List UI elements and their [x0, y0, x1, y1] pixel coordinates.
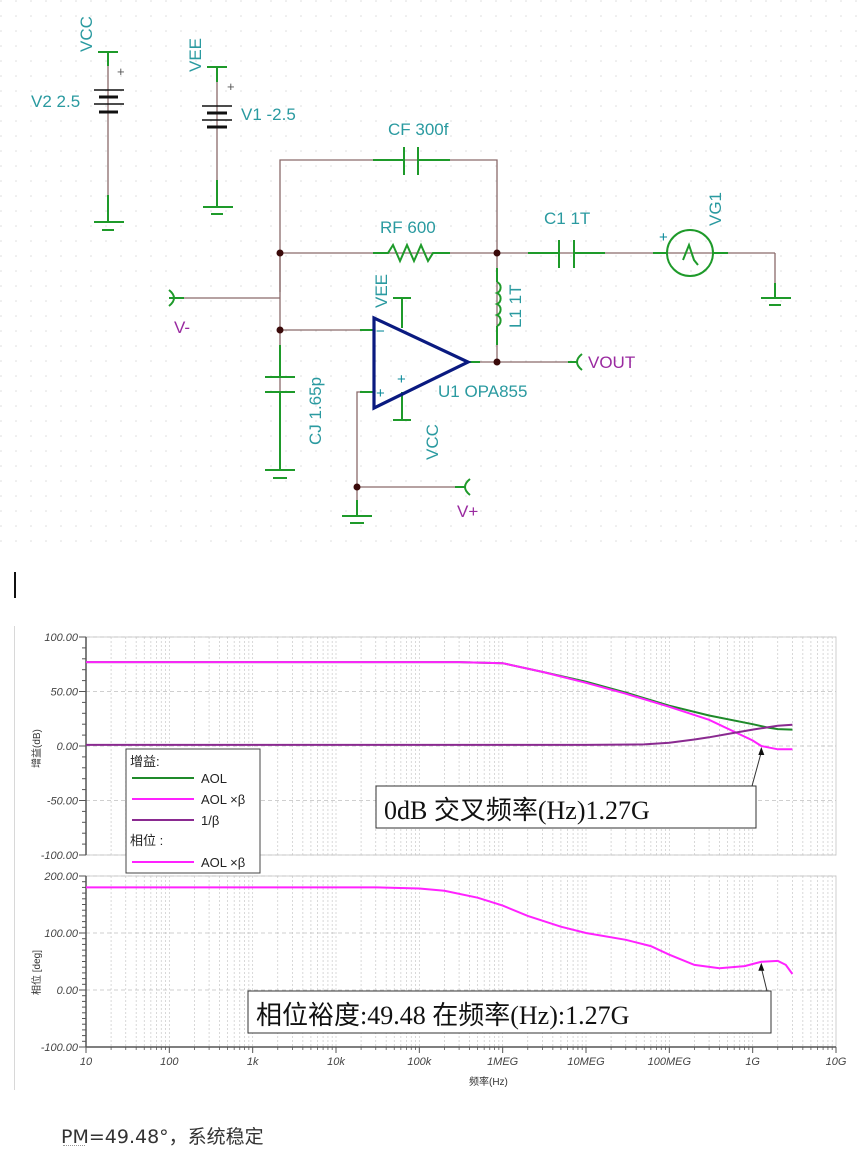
y-tick-label: 0.00 [57, 985, 79, 997]
phase-margin-annotation-pointer [760, 967, 768, 992]
ground-vplus [342, 500, 372, 524]
label-vee-top: VEE [186, 38, 205, 72]
y-tick-label: 200.00 [43, 871, 79, 883]
terminal-vminus[interactable] [168, 289, 184, 307]
label-vplus: V+ [457, 502, 478, 521]
y-tick-label: 100.00 [44, 632, 79, 644]
gain-series-aol- [86, 661, 793, 751]
resistor-rf[interactable] [373, 242, 450, 264]
crossover-annotation-pointer [751, 751, 762, 787]
capacitor-c1[interactable] [528, 240, 605, 268]
label-c1: C1 1T [544, 209, 590, 228]
y-tick-label: -100.00 [41, 1042, 79, 1054]
label-v2: V2 2.5 [31, 92, 80, 111]
battery-v2[interactable] [94, 51, 124, 231]
text-cursor [14, 572, 16, 598]
x-tick-label: 1G [745, 1056, 760, 1068]
legend-title-phase: 相位 : [130, 833, 163, 848]
svg-text:+: + [117, 64, 125, 79]
label-v1: V1 -2.5 [241, 105, 296, 124]
label-vee-opamp: VEE [372, 274, 391, 308]
phase-y-axis-label: 相位 [deg] [30, 950, 43, 995]
capacitor-cf[interactable] [373, 147, 450, 175]
label-cj: CJ 1.65p [306, 377, 325, 445]
y-tick-label: -50.00 [47, 796, 79, 808]
opamp-u1[interactable] [372, 315, 472, 411]
ground-vg1 [761, 283, 791, 306]
label-opamp-noninv: + [376, 385, 385, 402]
terminal-vplus[interactable] [455, 478, 471, 496]
y-tick-label: -100.00 [41, 850, 79, 862]
inductor-l1[interactable] [494, 268, 502, 345]
x-tick-label: 10k [327, 1056, 345, 1068]
x-axis-label: 频率(Hz) [469, 1075, 508, 1088]
gain-series-1- [86, 723, 793, 746]
phase-series-aol- [86, 886, 794, 975]
circuit-schematic: + + VCC V2 2.5 VEE V1 -2.5 CF 300f RF 600… [0, 0, 865, 545]
legend-label-inv-beta: 1/β [201, 813, 219, 828]
crossover-annotation-text: 0dB 交叉频率(Hz)1.27G [384, 796, 650, 825]
label-vg1: VG1 [706, 192, 725, 226]
y-tick-label: 50.00 [50, 687, 78, 699]
capacitor-cj[interactable] [265, 345, 295, 479]
phase-margin-annotation-box [247, 990, 772, 1034]
gain-y-axis-label: 增益(dB) [30, 729, 43, 768]
x-tick-label: 10G [826, 1056, 847, 1068]
label-rf: RF 600 [380, 218, 436, 237]
x-tick-label: 10MEG [567, 1056, 605, 1068]
x-tick-label: 10 [80, 1056, 93, 1068]
label-u1: U1 OPA855 [438, 382, 527, 401]
legend-label-aol-beta: AOL ×β [201, 792, 245, 807]
phase-margin-annotation-arrowhead [758, 962, 765, 971]
x-tick-label: 100k [407, 1056, 431, 1068]
label-vcc-opamp: VCC [423, 424, 442, 460]
label-vminus: V- [174, 318, 190, 337]
label-cf: CF 300f [388, 120, 449, 139]
junction-nodes [276, 249, 501, 491]
x-tick-label: 100 [160, 1056, 179, 1068]
legend-label-aol: AOL [201, 771, 227, 786]
legend-label-phase: AOL ×β [201, 855, 245, 870]
stability-caption: PM=49.48°，系统稳定 [61, 1126, 264, 1148]
crossover-annotation-arrowhead [758, 747, 765, 755]
plot-frame [14, 626, 865, 1090]
battery-v1[interactable] [202, 66, 233, 215]
phase-margin-annotation-text: 相位裕度:49.48 在频率(Hz):1.27G [256, 1001, 629, 1030]
label-vg1-plus: + [659, 229, 668, 246]
svg-text:+: + [227, 79, 235, 94]
legend-title-gain: 增益: [130, 754, 160, 769]
x-tick-label: 1MEG [487, 1056, 519, 1068]
label-opamp-inv: − [376, 323, 385, 340]
x-tick-label: 100MEG [648, 1056, 692, 1068]
terminal-vout[interactable] [568, 353, 583, 371]
y-tick-label: 0.00 [57, 741, 79, 753]
label-l1: L1 1T [506, 285, 525, 328]
y-tick-label: 100.00 [44, 928, 79, 940]
crossover-annotation-box [375, 785, 757, 829]
label-vcc-top: VCC [77, 16, 96, 52]
legend: 增益: AOL AOL ×β 1/β 相位 : AOL ×β [125, 748, 261, 874]
label-vout: VOUT [588, 353, 635, 372]
label-opamp-plus: + [397, 371, 406, 388]
x-tick-label: 1k [247, 1056, 259, 1068]
signal-generator-vg1[interactable] [653, 229, 728, 277]
